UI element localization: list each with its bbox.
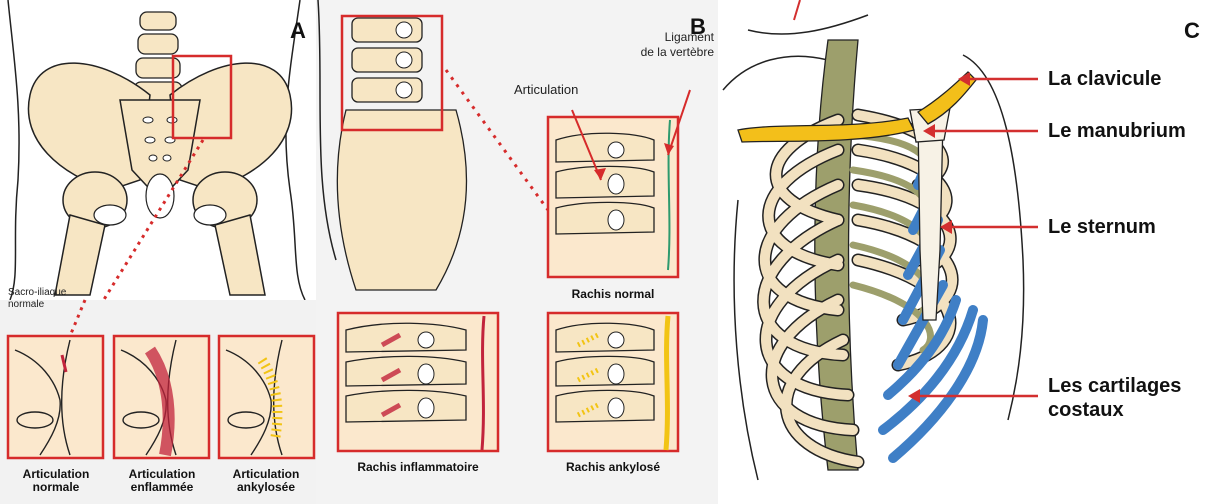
label-rachis-ankylose: Rachis ankylosé: [548, 461, 678, 474]
panel-letter-a: A: [290, 18, 306, 44]
sacro-iliaque-label: Sacro-iliaque normale: [8, 287, 66, 311]
label-sternum: Le sternum: [1048, 215, 1156, 239]
label-manubrium: Le manubrium: [1048, 119, 1186, 143]
articulation-label: Articulation: [514, 82, 578, 97]
label-rachis-normal: Rachis normal: [548, 288, 678, 301]
pelvis-illustration: [0, 0, 316, 504]
ligament-label: Ligament de la vertèbre: [606, 30, 714, 60]
panel-letter-c: C: [1184, 18, 1200, 44]
panel-b: B Articulation Ligament de la vertèbre R…: [316, 0, 718, 504]
label-articulation-normale: Articulation normale: [6, 468, 106, 494]
label-cartilages-costaux: Les cartilages costaux: [1048, 374, 1181, 422]
label-articulation-ankylosee: Articulation ankylosée: [216, 468, 316, 494]
spine-illustration: [316, 0, 718, 504]
panel-c: C La clavicule Le manubrium Le sternum L…: [718, 0, 1210, 504]
label-rachis-inflammatoire: Rachis inflammatoire: [332, 461, 504, 474]
label-articulation-enflammee: Articulation enflammée: [112, 468, 212, 494]
label-clavicule: La clavicule: [1048, 67, 1161, 91]
panel-a: A Sacro-iliaque normale Articulation nor…: [0, 0, 316, 504]
